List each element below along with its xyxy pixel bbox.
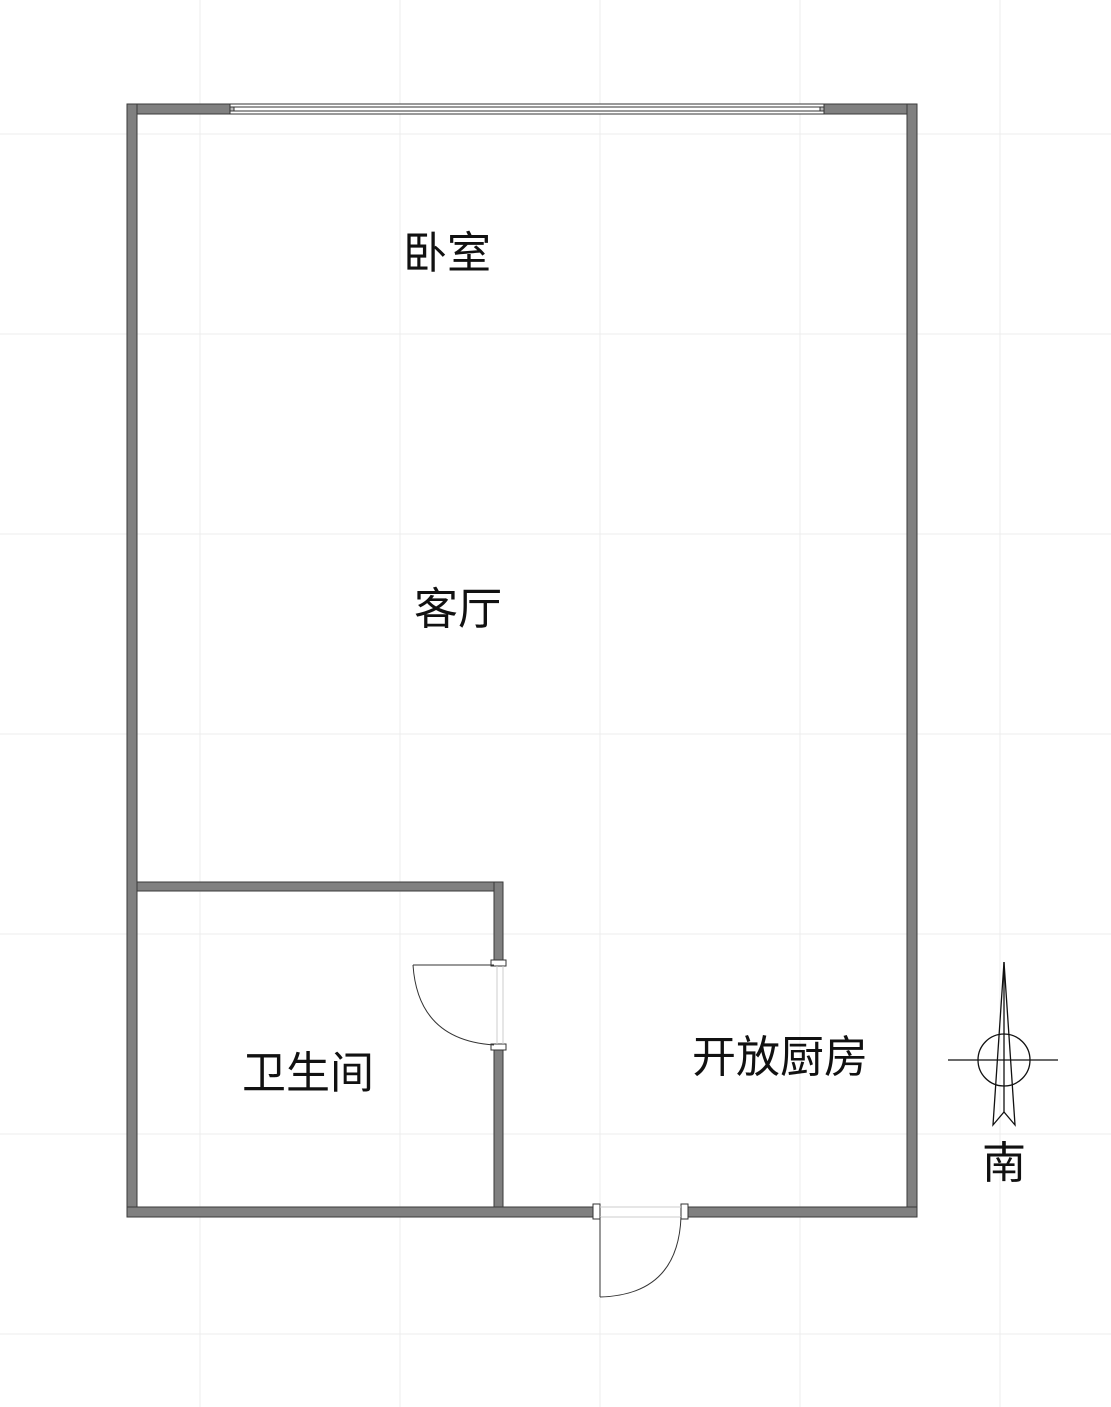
window-top (229, 103, 825, 115)
room-label-bedroom: 卧室 (403, 228, 491, 279)
room-label-living-room: 客厅 (414, 584, 502, 635)
bathroom-door (412, 959, 507, 1051)
entrance-door (592, 1203, 689, 1298)
compass-icon (948, 961, 1058, 1127)
compass-direction-label: 南 (982, 1138, 1026, 1189)
walls (126, 103, 918, 1218)
room-label-open-kitchen: 开放厨房 (692, 1032, 868, 1083)
room-label-bathroom: 卫生间 (242, 1048, 374, 1099)
